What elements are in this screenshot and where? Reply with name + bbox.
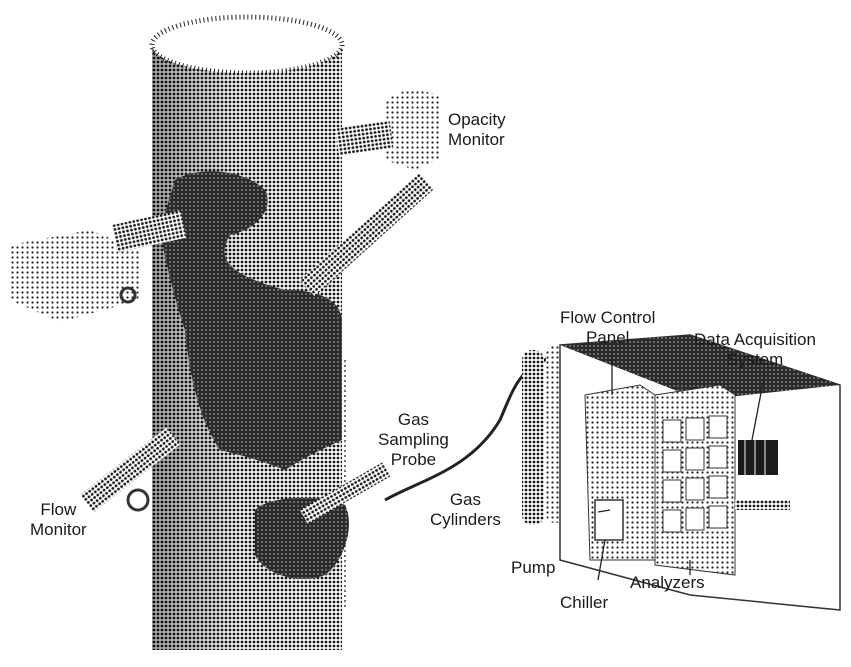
left-monitor-box <box>10 210 187 322</box>
gas-sampling-probe <box>255 462 391 579</box>
opacity-monitor-box <box>334 88 440 170</box>
label-chiller: Chiller <box>560 593 609 612</box>
label-analyzers: Analyzers <box>630 573 705 592</box>
flow-monitor <box>79 427 181 513</box>
leader-lines <box>597 352 766 581</box>
gas-cylinders <box>522 345 564 525</box>
sampling-pipe <box>300 172 434 297</box>
label-pump: Pump <box>511 558 556 577</box>
analyzer-shelter <box>559 334 841 611</box>
stack <box>149 14 345 650</box>
